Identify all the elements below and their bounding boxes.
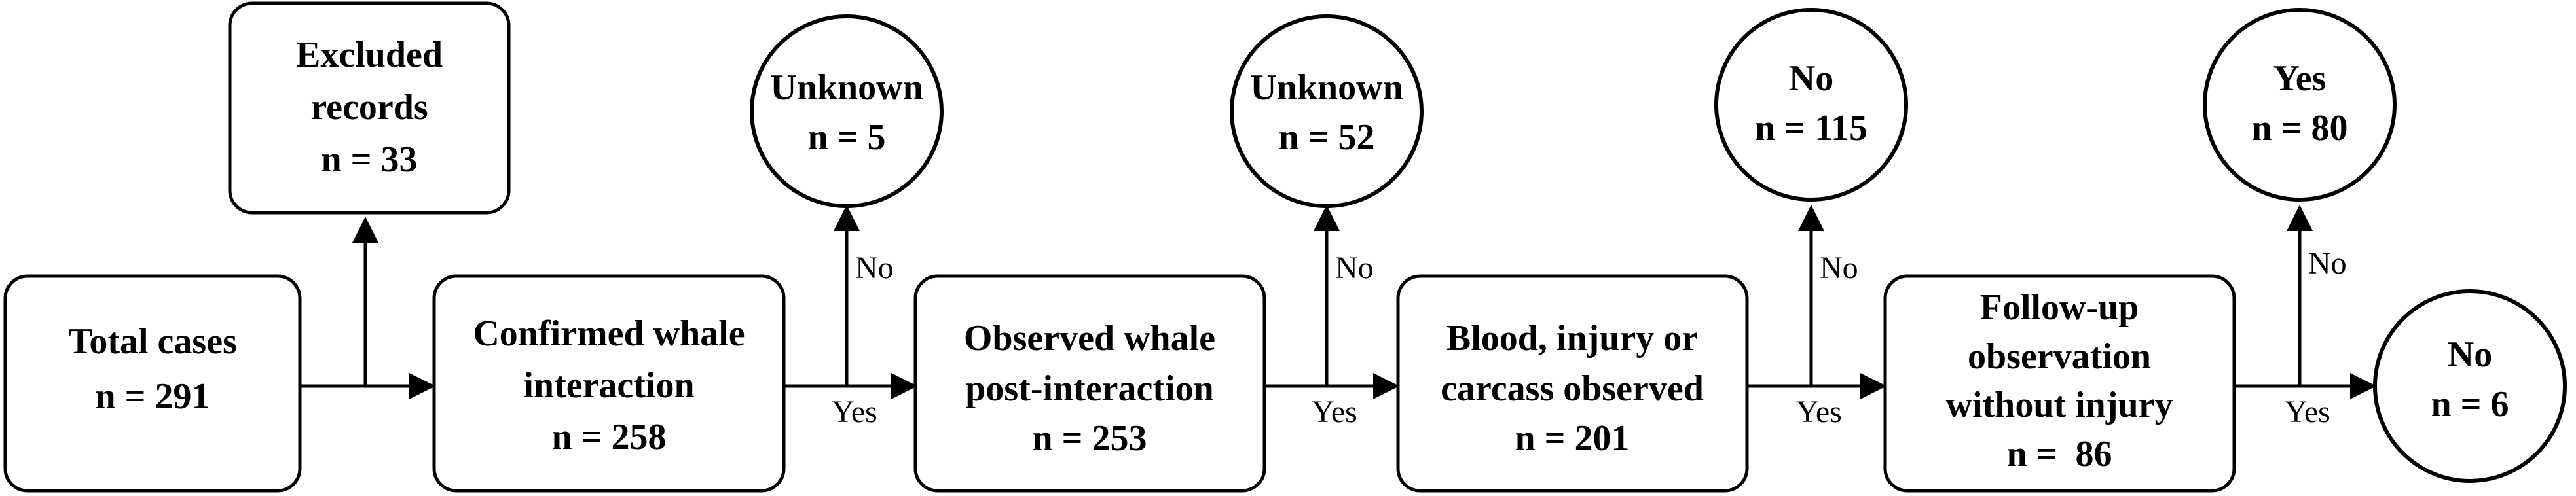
node-excluded-records: Excluded records n = 33	[228, 1, 511, 215]
node-count: n = 6	[2431, 384, 2509, 425]
node-label: Unknown	[1250, 67, 1403, 108]
node-label: without injury	[1946, 385, 2173, 425]
node-no-6: No n = 6	[2373, 289, 2567, 483]
node-label: carcass observed	[1441, 368, 1704, 409]
node-confirmed-whale-interaction: Confirmed whale interaction n = 258	[432, 274, 786, 493]
node-label: No	[1789, 58, 1833, 99]
node-blood-injury-carcass: Blood, injury or carcass observed n = 20…	[1396, 274, 1749, 493]
node-observed-whale-post-interaction: Observed whale post-interaction n = 253	[913, 274, 1266, 493]
node-label: Blood, injury or	[1446, 318, 1698, 359]
node-count: n = 253	[1032, 418, 1147, 459]
node-label: Observed whale	[964, 318, 1215, 359]
node-label: Follow-up	[1980, 287, 2139, 328]
edge-label-yes: Yes	[1796, 395, 1842, 429]
node-follow-up-observation: Follow-up observation without injury n =…	[1883, 274, 2236, 493]
edge-label-no: No	[855, 251, 894, 285]
node-label: interaction	[523, 365, 694, 406]
node-count: n = 258	[551, 417, 666, 457]
node-count: n = 52	[1278, 117, 1374, 158]
edge-label-no: No	[1335, 251, 1374, 285]
node-label: records	[310, 87, 428, 128]
edge-label-yes: Yes	[832, 395, 877, 429]
node-label: observation	[1968, 336, 2151, 377]
node-label: Unknown	[770, 67, 923, 108]
node-label: post-interaction	[965, 368, 1214, 409]
node-label: Total cases	[68, 321, 237, 362]
node-label: Confirmed whale	[473, 313, 745, 354]
node-count: n = 80	[2251, 108, 2347, 149]
node-count: n = 86	[2006, 434, 2112, 474]
edge-label-yes: Yes	[2285, 395, 2330, 429]
node-total-cases: Total cases n = 291	[3, 274, 302, 493]
node-count: n = 33	[321, 139, 417, 180]
node-count: n = 115	[1755, 108, 1868, 149]
node-label: No	[2448, 334, 2492, 375]
node-count: n = 5	[807, 117, 885, 158]
node-label: Yes	[2273, 58, 2327, 99]
edge-label-yes: Yes	[1312, 395, 1357, 429]
node-label: Excluded	[296, 35, 443, 75]
node-no-115: No n = 115	[1714, 8, 1908, 202]
node-unknown-5: Unknown n = 5	[750, 14, 944, 208]
node-count: n = 201	[1515, 418, 1629, 459]
node-unknown-52: Unknown n = 52	[1230, 14, 1424, 208]
node-count: n = 291	[95, 376, 210, 417]
node-yes-80: Yes n = 80	[2203, 8, 2397, 202]
edge-label-no: No	[2308, 246, 2347, 281]
edge-label-no: No	[1820, 251, 1858, 285]
